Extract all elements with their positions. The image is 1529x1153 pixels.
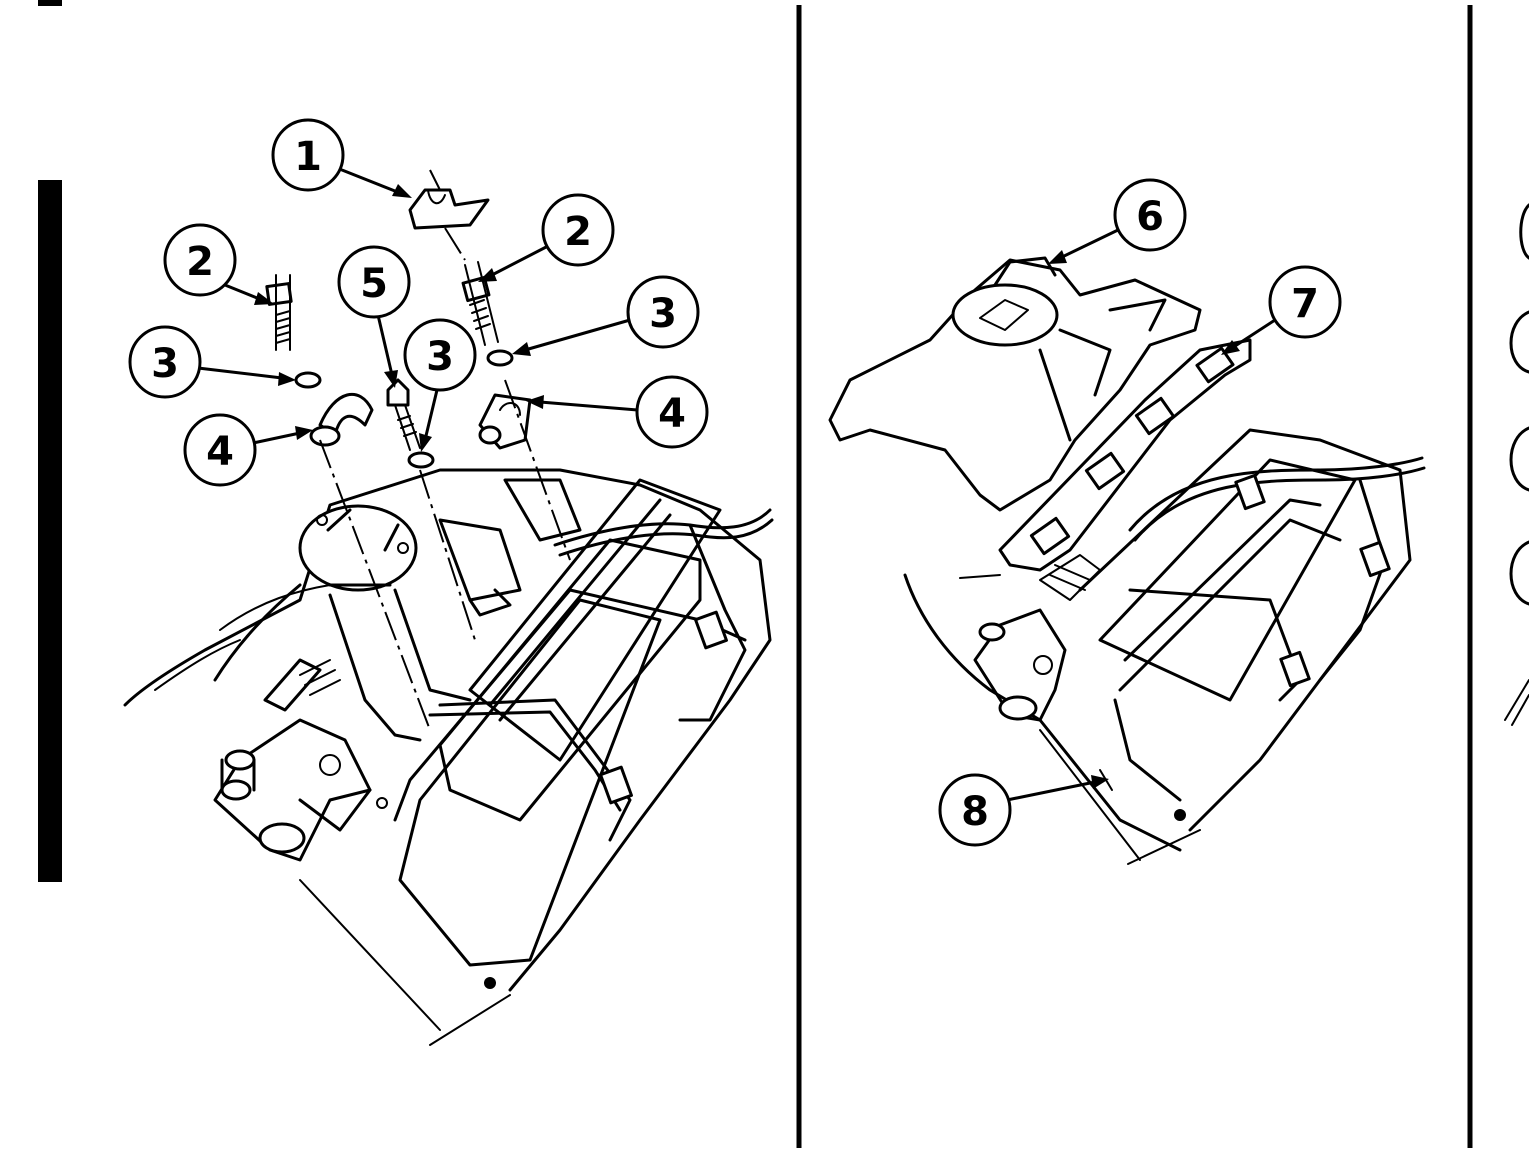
part-5-bolt bbox=[386, 378, 421, 451]
svg-text:4: 4 bbox=[206, 429, 234, 475]
svg-text:3: 3 bbox=[426, 334, 454, 380]
intake-throttle-flange bbox=[951, 283, 1059, 347]
svg-text:4: 4 bbox=[658, 391, 686, 437]
callout-7: 7 bbox=[1221, 265, 1342, 355]
middle-engine-drawing bbox=[828, 256, 1426, 865]
callout-3-left: 3 bbox=[128, 325, 296, 399]
part-4-clip-right bbox=[478, 393, 532, 450]
callout-3-right: 3 bbox=[512, 275, 700, 356]
part-3-washer-c bbox=[407, 451, 435, 469]
callout-5: 5 bbox=[337, 245, 411, 388]
throttle-body-flange bbox=[298, 504, 418, 592]
callout-4-left: 4 bbox=[183, 413, 313, 487]
callout-1: 1 bbox=[271, 118, 412, 198]
change-bar bbox=[38, 180, 62, 882]
svg-text:1: 1 bbox=[294, 134, 322, 180]
part-1-clamp bbox=[408, 188, 490, 230]
thermostat-outlet bbox=[258, 822, 306, 854]
part-2-stud-right bbox=[461, 261, 499, 346]
part-4-clip-left bbox=[309, 392, 374, 447]
svg-text:3: 3 bbox=[649, 291, 677, 337]
svg-text:3: 3 bbox=[151, 341, 179, 387]
callout-6: 6 bbox=[1048, 178, 1187, 264]
right-panel-partial bbox=[1504, 203, 1529, 726]
part-3-washer-a bbox=[294, 371, 322, 389]
part-3-washer-b bbox=[486, 349, 514, 367]
callout-2-right: 2 bbox=[478, 193, 615, 282]
callout-8: 8 bbox=[938, 773, 1109, 847]
svg-text:2: 2 bbox=[564, 209, 592, 255]
corner-mark bbox=[38, 0, 62, 6]
callout-3-middle: 3 bbox=[403, 318, 477, 452]
svg-text:8: 8 bbox=[961, 789, 989, 835]
left-exploded-parts bbox=[265, 169, 571, 731]
callout-4-right: 4 bbox=[526, 375, 709, 449]
callout-2-left: 2 bbox=[163, 223, 274, 305]
svg-text:5: 5 bbox=[360, 261, 388, 307]
svg-text:7: 7 bbox=[1291, 281, 1319, 327]
middle-thermostat-outlet bbox=[998, 695, 1038, 721]
svg-text:2: 2 bbox=[186, 239, 214, 285]
left-engine-drawing bbox=[123, 468, 774, 1046]
part-7-gasket bbox=[998, 338, 1252, 572]
svg-text:6: 6 bbox=[1136, 194, 1164, 240]
part-2-stud-left bbox=[265, 274, 293, 351]
